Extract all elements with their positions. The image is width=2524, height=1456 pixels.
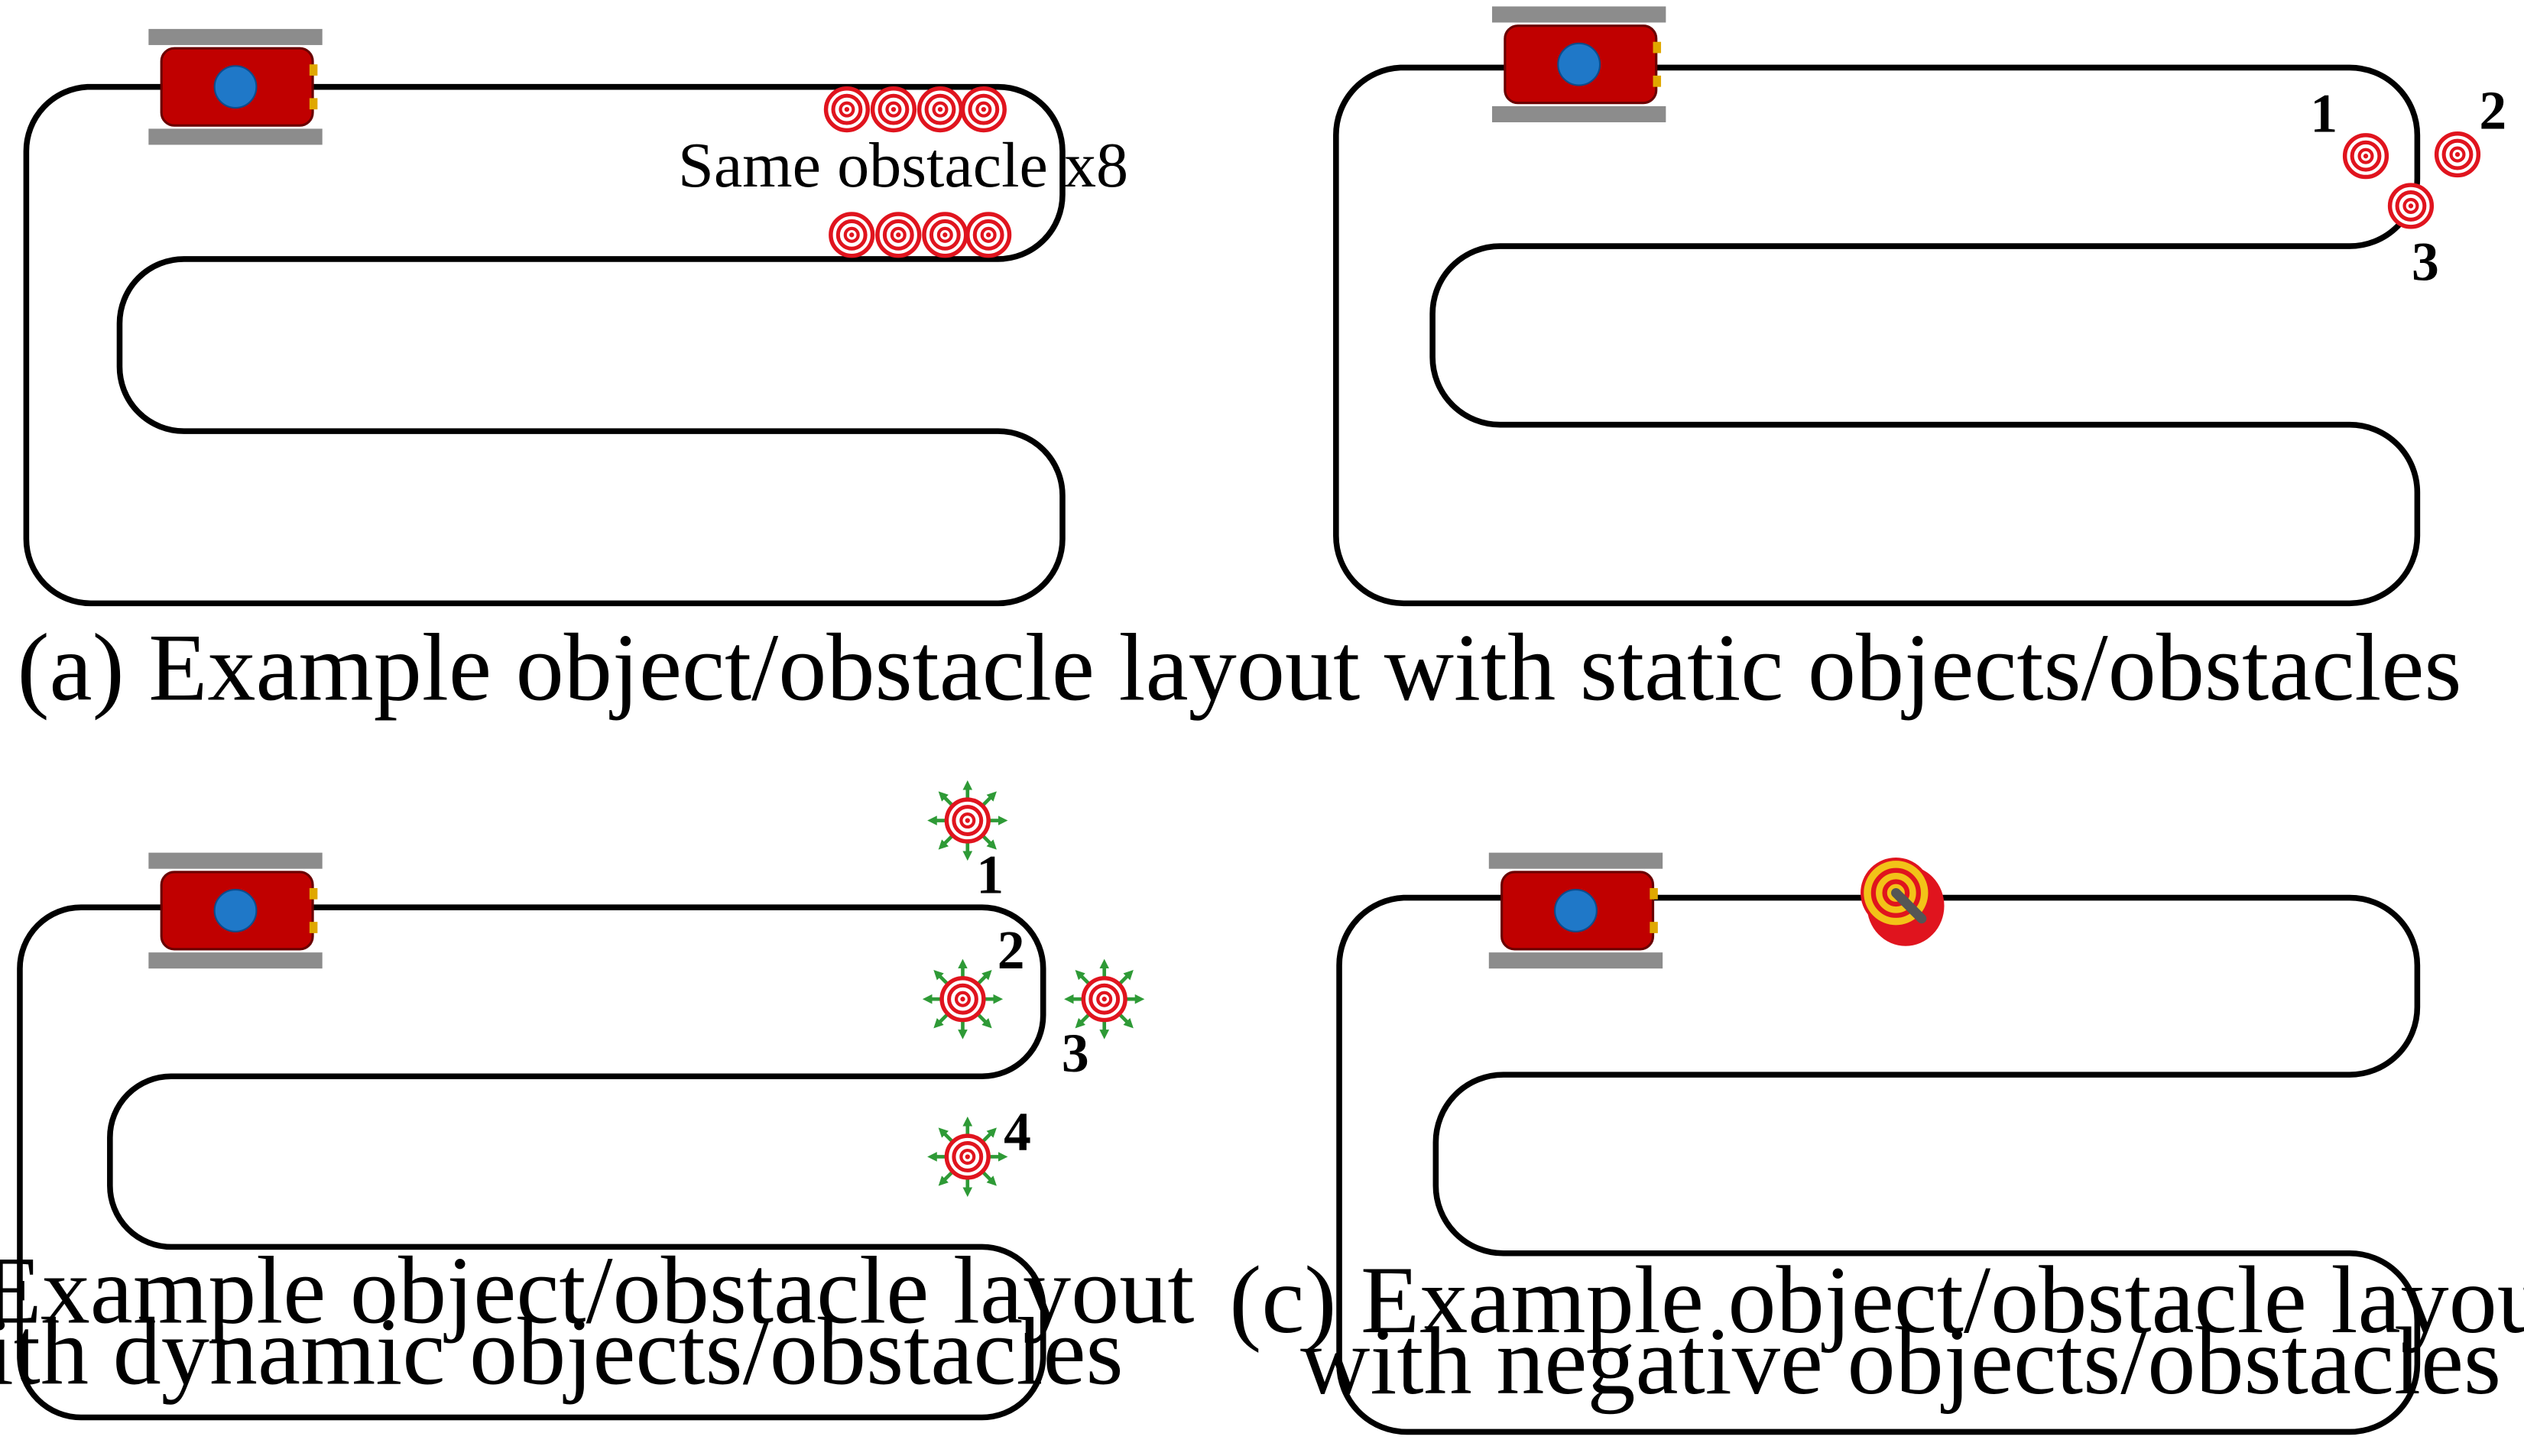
track-b: [17, 904, 1046, 1421]
panel-b: 1 2 3 4 (b) Example object/obstacle layo…: [0, 785, 1195, 1421]
panel-c: (c) Example object/obstacle layout with …: [1229, 851, 2524, 1435]
panel-a-right: 1 2 3: [1333, 5, 2506, 607]
panel-a-left: Same obstacle x8: [23, 28, 1128, 607]
tracked-robot-icon: [147, 851, 324, 970]
target-obstacle-icon: [2345, 134, 2479, 227]
tracked-robot-icon: [147, 28, 324, 147]
caption-c-line1: (c) Example object/obstacle layout: [1229, 1247, 2524, 1354]
obstacle-label-2: 2: [998, 920, 1025, 981]
caption-c-line2: with negative objects/obstacles: [1300, 1308, 2501, 1415]
caption-a: (a) Example object/obstacle layout with …: [17, 615, 2461, 722]
track-a-left: [23, 83, 1066, 607]
obstacle-label-3: 3: [2412, 232, 2439, 292]
track-a-right: [1333, 64, 2421, 607]
caption-b-line1: (b) Example object/obstacle layout: [0, 1237, 1195, 1344]
obstacle-label-4: 4: [1004, 1102, 1031, 1163]
tracked-robot-icon: [1491, 5, 1667, 124]
obstacle-label-1: 1: [2310, 84, 2337, 144]
moving-obstacle-icon: [927, 785, 1140, 1192]
hole-icon: [1861, 857, 1945, 946]
track-c: [1336, 894, 2421, 1435]
same-obstacle-label: Same obstacle x8: [678, 130, 1128, 201]
obstacle-label-3: 3: [1062, 1023, 1089, 1084]
obstacle-label-2: 2: [2479, 80, 2506, 141]
obstacle-label-1: 1: [976, 845, 1004, 905]
tracked-robot-icon: [1487, 851, 1664, 970]
caption-b-line2: with dynamic objects/obstacles: [0, 1298, 1124, 1405]
